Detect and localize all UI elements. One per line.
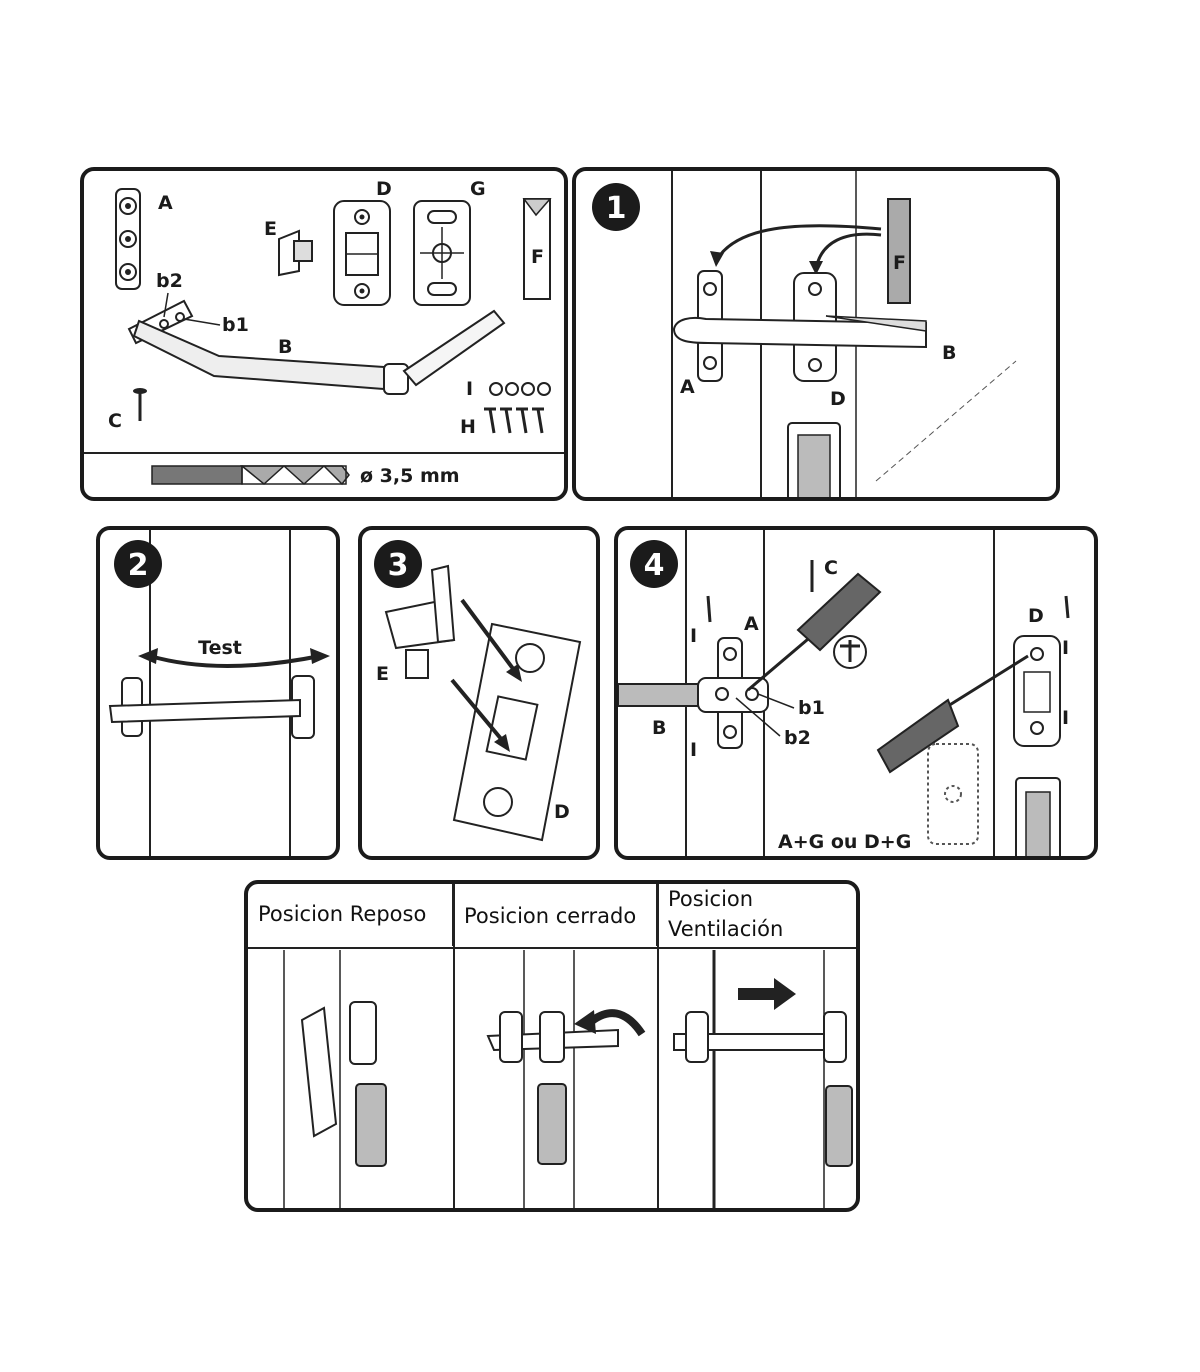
step1-window-handle [787,422,841,497]
part-b-arm [127,299,506,395]
step1-arrow-to-d [814,232,882,270]
step2-arm-assembly [108,675,315,739]
label-d: D [376,178,392,200]
step2-badge: 2 [114,540,162,588]
ventilacion-arrow [738,978,796,1010]
screwdriver-left-icon [747,572,882,692]
svg-text:1: 1 [606,191,627,226]
step1-label-f: F [893,252,906,274]
label-i: I [466,378,473,400]
step1-label-d: D [830,388,846,410]
position-ventilacion-header: Posicion Ventilación [658,884,856,946]
step3-panel: 3 E D [358,526,600,860]
step2-test-label: Test [198,637,242,659]
step4-label-i-right-bottom: I [1062,707,1069,729]
part-a-plate [115,188,141,290]
drill-bit-icon [151,464,350,486]
step4-badge: 4 [630,540,678,588]
screws-h-icon [484,407,544,434]
label-b2: b2 [156,270,183,292]
step1-arrow-to-a [714,224,882,262]
part-g-spacer [413,200,471,306]
step4-label-i-top: I [690,625,697,647]
step4-label-i-bottom: I [690,739,697,761]
label-b: B [278,336,292,358]
part-d-keeper [333,200,391,306]
svg-text:2: 2 [128,548,149,583]
step3-label-d: D [554,801,570,823]
step4-keeper-d [1013,635,1061,747]
dotted-spacer-g-icon [927,743,979,845]
step3-badge: 3 [374,540,422,588]
parts-panel: A b2 b1 B C E [80,167,568,501]
drill-diameter-label: ø 3,5 mm [360,465,460,487]
step4-panel: 4 C A I I B b1 b2 D [614,526,1098,860]
step4-label-c: C [824,557,838,579]
step4-combo-label: A+G ou D+G [778,831,911,853]
step2-test-arrow [149,654,321,668]
position-cerrado-title: Posicion cerrado [464,904,637,928]
step1-badge: 1 [592,183,640,231]
cerrado-illustration [486,950,646,1208]
step1-label-b: B [942,342,956,364]
position-ventilacion-title-line1: Posicion [668,887,754,911]
step1-label-a: A [680,376,695,398]
phillips-head-icon [833,635,867,669]
step1-sticker-f [887,198,911,304]
step4-label-b1: b1 [798,697,825,719]
position-ventilacion-title-line2: Ventilación [668,917,784,941]
step3-arrow-bottom [450,678,504,742]
position-reposo-title: Posicion Reposo [258,902,427,926]
part-f-sticker [522,198,552,300]
step2-panel: 2 Test [96,526,340,860]
step4-label-i-right-top: I [1062,637,1069,659]
label-a: A [158,192,173,214]
ventilacion-illustration [673,950,853,1208]
step4-label-a: A [744,613,759,635]
step1-panel: 1 F A D B [572,167,1060,501]
screwdriver-right-icon [876,654,1029,774]
label-h: H [460,416,476,438]
position-cerrado-header: Posicion cerrado [454,884,658,946]
step1-arm-b [672,315,927,349]
positions-panel: Posicion Reposo Posicion cerrado Posicio… [244,880,860,1212]
step4-label-b: B [652,717,666,739]
washers-i-icon [489,382,551,396]
label-b1: b1 [222,314,249,336]
reposo-illustration [283,950,387,1208]
step3-clip-e [384,564,456,679]
label-f: F [531,246,544,268]
step3-label-e: E [376,663,389,685]
label-c: C [108,410,122,432]
step4-window-handle [1015,777,1061,856]
step4-label-d: D [1028,605,1044,627]
svg-text:3: 3 [388,548,409,583]
step4-label-b2: b2 [784,727,811,749]
svg-text:4: 4 [644,548,665,583]
label-e: E [264,218,277,240]
screw-c-icon [133,388,147,421]
label-g: G [470,178,486,200]
step3-arrow-top [460,598,516,672]
part-e-clip [278,229,313,277]
